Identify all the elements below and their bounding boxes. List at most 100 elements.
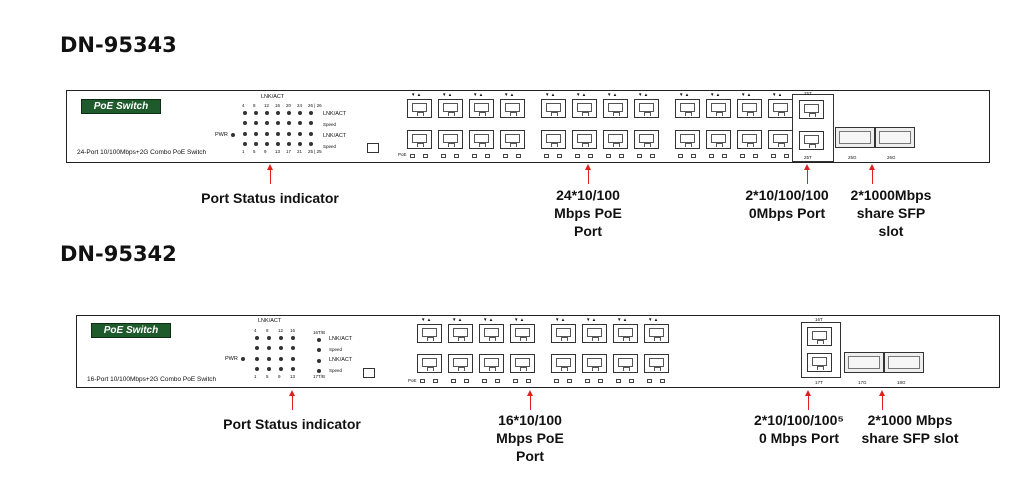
status-led bbox=[265, 111, 269, 115]
status-led bbox=[254, 132, 258, 136]
poe-led bbox=[722, 154, 727, 158]
poe-port[interactable] bbox=[768, 130, 793, 149]
led-top-number: 8 bbox=[253, 103, 256, 108]
poe-port[interactable] bbox=[417, 324, 442, 343]
poe-port[interactable] bbox=[510, 354, 535, 373]
poe-port[interactable] bbox=[479, 324, 504, 343]
sfp-slot-2[interactable] bbox=[875, 127, 915, 148]
poe-port[interactable] bbox=[603, 130, 628, 149]
callout-sfp-2-line2: share SFP slot bbox=[861, 430, 959, 447]
uplink-bottom-label: 25T bbox=[804, 155, 812, 160]
switch-panel-95342: PoE Switch 16-Port 10/100Mbps+2G Combo P… bbox=[76, 315, 1000, 388]
poe-led bbox=[575, 154, 580, 158]
poe-led bbox=[544, 154, 549, 158]
poe-led bbox=[709, 154, 714, 158]
status-led bbox=[265, 132, 269, 136]
led-bottom-number: 9 bbox=[264, 149, 267, 154]
pwr-led-2 bbox=[241, 357, 245, 361]
poe-port[interactable] bbox=[541, 130, 566, 149]
poe-port[interactable] bbox=[438, 130, 463, 149]
poe-port[interactable] bbox=[551, 354, 576, 373]
status-led bbox=[279, 367, 283, 371]
uplink-top-label: 25T bbox=[804, 91, 812, 96]
sfp-slot-1[interactable] bbox=[835, 127, 875, 148]
poe-port[interactable] bbox=[469, 99, 494, 118]
uplink-port-26[interactable] bbox=[799, 131, 824, 150]
status-led bbox=[287, 142, 291, 146]
poe-port[interactable] bbox=[572, 130, 597, 149]
poe-port[interactable] bbox=[500, 99, 525, 118]
poe-port[interactable] bbox=[737, 99, 762, 118]
poe-port[interactable] bbox=[438, 99, 463, 118]
poe-port[interactable] bbox=[644, 324, 669, 343]
led-top-number: 8 bbox=[266, 328, 269, 333]
mode-switch-2[interactable] bbox=[363, 368, 375, 378]
led-label-lnk-3: LNK/ACT bbox=[329, 336, 353, 342]
port-marker-icon: ▼ ▲ bbox=[772, 92, 783, 97]
poe-port[interactable] bbox=[407, 130, 432, 149]
sfp-slot-4[interactable] bbox=[884, 352, 924, 373]
callout-sfp-2: 2*1000 Mbps share SFP slot bbox=[845, 411, 975, 447]
poe-port[interactable] bbox=[448, 324, 473, 343]
led-label-speed-1: Speed bbox=[323, 122, 337, 127]
poe-port[interactable] bbox=[500, 130, 525, 149]
port-marker-icon: ▼ ▲ bbox=[504, 92, 515, 97]
poe-port[interactable] bbox=[613, 324, 638, 343]
led-bottom-number: 13 bbox=[275, 149, 281, 154]
poe-port[interactable] bbox=[634, 99, 659, 118]
poe-port[interactable] bbox=[768, 99, 793, 118]
poe-port[interactable] bbox=[407, 99, 432, 118]
poe-port[interactable] bbox=[613, 354, 638, 373]
led-header: LNK/ACT bbox=[261, 94, 285, 100]
poe-port[interactable] bbox=[737, 130, 762, 149]
poe-port[interactable] bbox=[448, 354, 473, 373]
status-led bbox=[287, 111, 291, 115]
poe-port[interactable] bbox=[510, 324, 535, 343]
pwr-led bbox=[231, 133, 235, 137]
status-led bbox=[276, 121, 280, 125]
poe-port[interactable] bbox=[479, 354, 504, 373]
port-marker-icon: ▼ ▲ bbox=[679, 92, 690, 97]
status-led bbox=[291, 357, 295, 361]
status-led bbox=[243, 111, 247, 115]
poe-port[interactable] bbox=[417, 354, 442, 373]
uplink-port-25[interactable] bbox=[799, 100, 824, 119]
led-right-2 bbox=[317, 348, 321, 352]
callout-poe-2-line2: Mbps PoE bbox=[496, 430, 564, 447]
arrow-indicator-1 bbox=[267, 164, 273, 184]
poe-port[interactable] bbox=[551, 324, 576, 343]
poe-port[interactable] bbox=[582, 324, 607, 343]
uplink-port-17[interactable] bbox=[807, 353, 832, 372]
poe-port[interactable] bbox=[603, 99, 628, 118]
poe-port[interactable] bbox=[541, 99, 566, 118]
poe-port[interactable] bbox=[675, 130, 700, 149]
status-led bbox=[243, 121, 247, 125]
poe-port[interactable] bbox=[644, 354, 669, 373]
port-marker-icon: ▼ ▲ bbox=[586, 317, 597, 322]
poe-led bbox=[516, 154, 521, 158]
poe-led bbox=[585, 379, 590, 383]
poe-led bbox=[454, 154, 459, 158]
poe-port[interactable] bbox=[675, 99, 700, 118]
callout-poe-2-line1: 16*10/100 bbox=[498, 412, 562, 428]
poe-led bbox=[753, 154, 758, 158]
sfp-slot-3[interactable] bbox=[844, 352, 884, 373]
callout-indicator-2: Port Status indicator bbox=[223, 416, 361, 432]
port-marker-icon: ▼ ▲ bbox=[421, 317, 432, 322]
arrow-sfp-2 bbox=[879, 390, 885, 410]
poe-port[interactable] bbox=[572, 99, 597, 118]
poe-port[interactable] bbox=[634, 130, 659, 149]
poe-port[interactable] bbox=[469, 130, 494, 149]
uplink-port-16[interactable] bbox=[807, 327, 832, 346]
poe-port[interactable] bbox=[706, 130, 731, 149]
status-led bbox=[291, 346, 295, 350]
status-led bbox=[298, 142, 302, 146]
uplink-port-frame bbox=[792, 94, 834, 162]
led-right-1 bbox=[317, 338, 321, 342]
status-led bbox=[276, 132, 280, 136]
poe-port[interactable] bbox=[706, 99, 731, 118]
led-top-number: 16 bbox=[275, 103, 281, 108]
mode-switch[interactable] bbox=[367, 143, 379, 153]
poe-port[interactable] bbox=[582, 354, 607, 373]
mode-switch-label bbox=[359, 147, 360, 151]
